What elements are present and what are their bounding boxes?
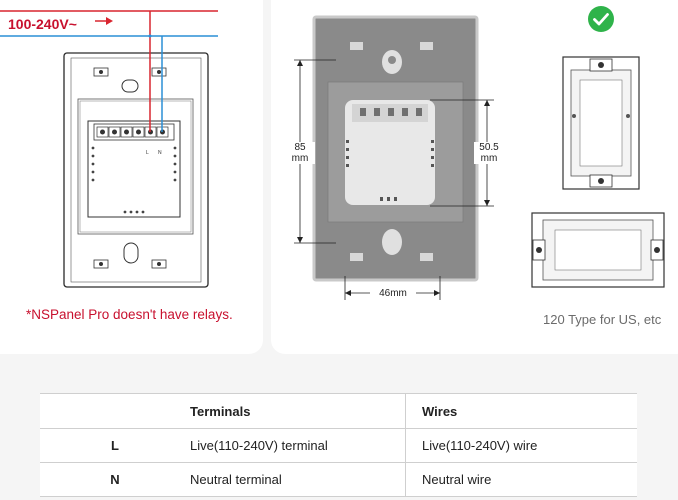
check-icon [588,6,614,32]
voltage-label: 100-240V~ [8,16,77,32]
device-module [345,100,435,205]
terminal-mark-n: N [158,150,162,156]
table-row: N Neutral terminal Neutral wire [40,462,637,497]
box-caption: 120 Type for US, etc [543,312,662,327]
dimension-diagram [294,15,494,300]
wiring-diagram: L N [0,10,218,288]
table-header-label [40,393,190,429]
module-height-dimension: 50.5 mm [474,142,504,164]
row-terminal: Neutral terminal [190,462,406,497]
wall-box-vertical [562,56,640,190]
wall-box-horizontal [531,212,665,288]
table-header-row: Terminals Wires [40,393,637,429]
arrow-icon [106,17,113,25]
relay-note: *NSPanel Pro doesn't have relays. [26,307,233,322]
row-label: N [40,462,190,497]
table-header-terminals: Terminals [190,393,406,429]
table-header-wires: Wires [405,393,637,429]
width-dimension: 46mm [370,288,416,299]
table-row: L Live(110-240V) terminal Live(110-240V)… [40,428,637,463]
row-wire: Live(110-240V) wire [405,428,637,463]
height-dimension: 85 mm [285,142,315,164]
row-terminal: Live(110-240V) terminal [190,428,406,463]
row-wire: Neutral wire [405,462,637,497]
row-label: L [40,428,190,463]
terminals-table: Terminals Wires L Live(110-240V) termina… [40,393,637,497]
terminal-mark-l: L [146,150,149,156]
